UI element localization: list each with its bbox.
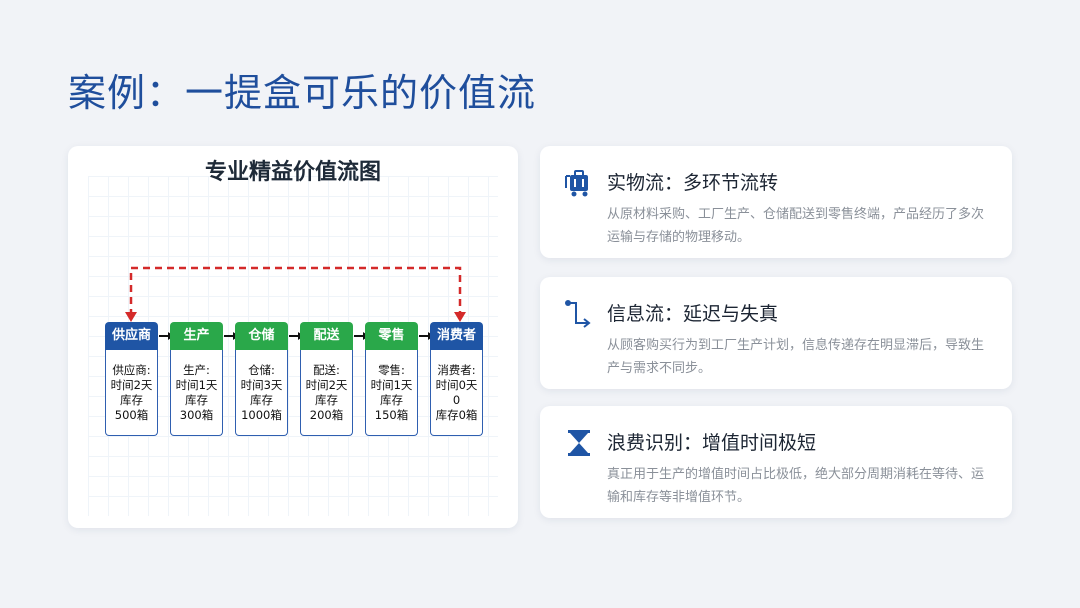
stage-line: 库存 <box>185 392 208 407</box>
stage-line: 时间1天 <box>370 377 413 392</box>
stage-header: 供应商 <box>105 322 158 350</box>
page-title: 案例：一提盒可乐的价值流 <box>68 71 537 115</box>
card-description: 真正用于生产的增值时间占比极低，绝大部分周期消耗在等待、运输和库存等非增值环节。 <box>607 467 985 505</box>
stage-consumer: 消费者 消费者: 时间0天 0 库存0箱 <box>430 322 483 436</box>
stage-line: 时间2天 <box>305 377 348 392</box>
stage-details: 供应商: 时间2天 库存 500箱 <box>105 350 158 436</box>
stage-line: 库存 <box>315 392 338 407</box>
stage-line: 库存0箱 <box>435 407 478 422</box>
stage-header: 配送 <box>300 322 353 350</box>
card-description: 从原材料采购、工厂生产、仓储配送到零售终端，产品经历了多次运输与存储的物理移动。 <box>607 207 985 245</box>
stage-details: 零售: 时间1天 库存 150箱 <box>365 350 418 436</box>
stage-supplier: 供应商 供应商: 时间2天 库存 500箱 <box>105 322 158 436</box>
card-information-flow: 信息流：延迟与失真 从顾客购买行为到工厂生产计划，信息传递存在明显滞后，导致生产… <box>540 277 1012 389</box>
value-stream-map-panel: 专业精益价值流图 供应商 供应商: 时间2天 库存 500箱 生产 生产: 时间… <box>68 146 518 528</box>
flow-path-icon <box>565 300 591 328</box>
stage-line: 仓储: <box>248 362 275 377</box>
stage-warehouse: 仓储 仓储: 时间3天 库存 1000箱 <box>235 322 288 436</box>
stage-line: 时间3天 <box>240 377 283 392</box>
stage-line: 供应商: <box>112 362 151 377</box>
card-material-flow: 实物流：多环节流转 从原材料采购、工厂生产、仓储配送到零售终端，产品经历了多次运… <box>540 146 1012 258</box>
stage-line: 时间0天 <box>435 377 478 392</box>
stage-header: 消费者 <box>430 322 483 350</box>
stage-distribution: 配送 配送: 时间2天 库存 200箱 <box>300 322 353 436</box>
stage-line: 配送: <box>313 362 340 377</box>
stage-line: 0 <box>452 392 461 407</box>
stage-header: 零售 <box>365 322 418 350</box>
info-arrowhead-supplier <box>125 312 137 322</box>
stage-details: 生产: 时间1天 库存 300箱 <box>170 350 223 436</box>
stage-header: 仓储 <box>235 322 288 350</box>
card-title: 实物流：多环节流转 <box>607 172 779 194</box>
diagram-title: 专业精益价值流图 <box>204 160 381 185</box>
stage-line: 零售: <box>378 362 405 377</box>
stage-line: 200箱 <box>309 407 344 422</box>
info-arrowhead-consumer <box>454 312 466 322</box>
hourglass-icon <box>568 430 590 456</box>
stage-line: 时间2天 <box>110 377 153 392</box>
cart-icon <box>565 170 588 197</box>
stage-details: 仓储: 时间3天 库存 1000箱 <box>235 350 288 436</box>
stage-line: 消费者: <box>437 362 476 377</box>
card-description: 从顾客购买行为到工厂生产计划，信息传递存在明显滞后，导致生产与需求不同步。 <box>607 338 985 376</box>
card-title: 信息流：延迟与失真 <box>607 303 779 325</box>
stage-line: 300箱 <box>179 407 214 422</box>
stage-details: 配送: 时间2天 库存 200箱 <box>300 350 353 436</box>
stage-line: 时间1天 <box>175 377 218 392</box>
stage-details: 消费者: 时间0天 0 库存0箱 <box>430 350 483 436</box>
stage-line: 150箱 <box>374 407 409 422</box>
card-waste-identification: 浪费识别：增值时间极短 真正用于生产的增值时间占比极低，绝大部分周期消耗在等待、… <box>540 406 1012 518</box>
stage-line: 库存 <box>380 392 403 407</box>
stage-header: 生产 <box>170 322 223 350</box>
info-feedback-arrow <box>129 266 462 316</box>
card-title: 浪费识别：增值时间极短 <box>607 432 817 454</box>
stage-line: 1000箱 <box>241 407 282 422</box>
stage-line: 生产: <box>183 362 210 377</box>
stage-line: 库存 <box>120 392 143 407</box>
stage-line: 500箱 <box>114 407 149 422</box>
stage-production: 生产 生产: 时间1天 库存 300箱 <box>170 322 223 436</box>
stage-retail: 零售 零售: 时间1天 库存 150箱 <box>365 322 418 436</box>
stage-line: 库存 <box>250 392 273 407</box>
